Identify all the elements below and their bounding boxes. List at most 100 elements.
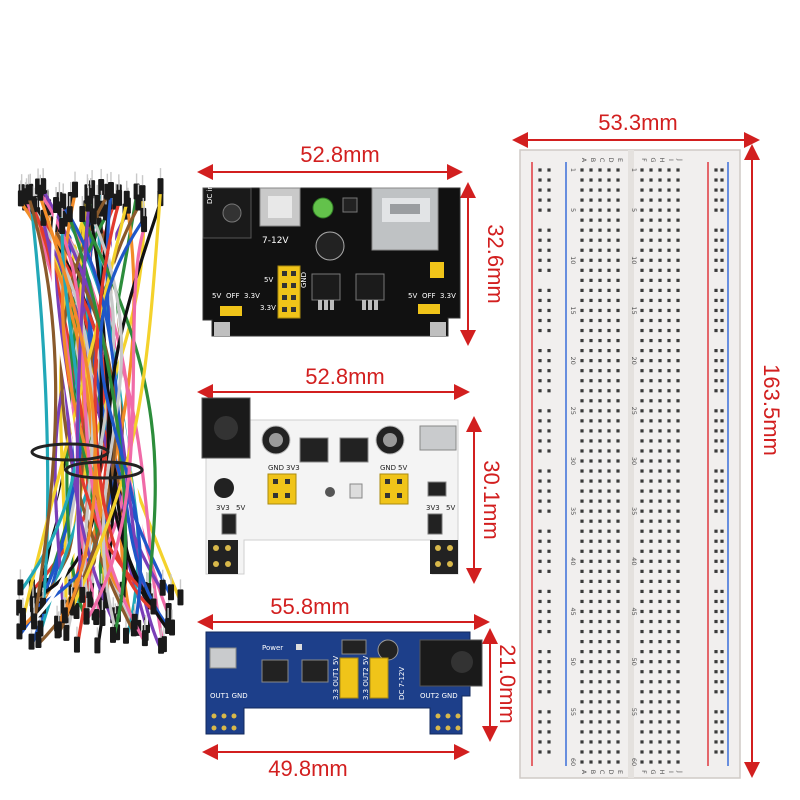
rail-hole	[714, 670, 718, 674]
breadboard-hole	[616, 710, 620, 714]
jumper-wire	[85, 226, 146, 622]
row-number: 15	[630, 306, 638, 314]
jumper-wire	[36, 188, 147, 644]
breadboard-hole	[667, 198, 671, 202]
dc-in-label: DC 7-12V	[398, 667, 406, 700]
breadboard-hole	[589, 399, 593, 403]
rail-5v-label: 5V	[264, 276, 273, 284]
gnd-label: GND	[300, 272, 308, 288]
breadboard-hole	[640, 298, 644, 303]
breadboard-hole	[658, 539, 662, 543]
rail-hole	[538, 710, 542, 714]
v3-bottom-right-label: 3V3	[426, 504, 440, 512]
breadboard-hole	[658, 178, 662, 182]
breadboard-hole	[640, 258, 644, 262]
breadboard-hole	[667, 650, 671, 654]
breadboard-hole	[649, 198, 653, 202]
column-letter: I	[667, 159, 675, 161]
rail-hole	[547, 690, 551, 694]
breadboard-hole	[607, 509, 611, 513]
breadboard-hole	[640, 248, 644, 252]
breadboard-hole	[616, 489, 620, 493]
breadboard-hole	[649, 569, 653, 573]
breadboard-hole	[589, 720, 593, 724]
breadboard-hole	[667, 519, 671, 523]
breadboard-hole	[640, 449, 644, 453]
breadboard-hole	[589, 288, 593, 293]
breadboard-hole	[649, 730, 653, 734]
breadboard-hole	[598, 439, 602, 443]
breadboard-hole	[616, 730, 620, 734]
breadboard-hole	[580, 288, 584, 293]
rail-hole	[714, 419, 718, 423]
rail-hole	[714, 208, 718, 212]
breadboard-hole	[580, 379, 584, 383]
wire-connector	[135, 194, 142, 211]
breadboard-hole	[658, 228, 662, 232]
breadboard-hole	[589, 278, 593, 282]
mini-usb-port	[209, 647, 237, 669]
breadboard-hole	[580, 710, 584, 714]
breadboard-hole	[649, 639, 653, 644]
wire-connector	[59, 217, 66, 234]
breadboard-hole	[607, 278, 611, 282]
rail-hole	[714, 549, 718, 553]
rail-hole	[714, 228, 718, 232]
breadboard-hole	[676, 599, 680, 604]
breadboard-hole	[616, 349, 620, 353]
breadboard-hole	[676, 298, 680, 303]
rail-hole	[720, 609, 724, 614]
breadboard-hole	[616, 439, 620, 443]
rail-hole	[547, 529, 551, 533]
rail-hole	[720, 499, 724, 503]
breadboard-hole	[667, 740, 671, 744]
breadboard-hole	[598, 318, 602, 323]
breadboard-hole	[667, 228, 671, 232]
breadboard-hole	[616, 278, 620, 282]
breadboard-hole	[640, 198, 644, 202]
rail-hole	[538, 379, 542, 383]
rail-hole	[547, 599, 551, 604]
row-number: 55	[630, 708, 638, 716]
rail-hole	[538, 529, 542, 533]
breadboard-hole	[598, 399, 602, 403]
breadboard-hole	[658, 359, 662, 363]
breadboard-hole	[640, 308, 644, 313]
breadboard-hole	[580, 198, 584, 202]
jumper-wire	[38, 195, 97, 621]
breadboard-hole	[640, 409, 644, 413]
breadboard-hole	[640, 379, 644, 383]
breadboard-hole	[607, 399, 611, 403]
breadboard-hole	[676, 198, 680, 202]
breadboard-hole	[667, 429, 671, 433]
breadboard-hole	[640, 238, 644, 242]
wire-connector	[93, 608, 100, 625]
breadboard-hole	[607, 519, 611, 523]
rail-hole	[720, 318, 724, 323]
breadboard-hole	[640, 278, 644, 282]
wire-connector	[17, 190, 24, 207]
rail-hole	[538, 479, 542, 483]
breadboard-hole	[580, 559, 584, 563]
rail-hole	[538, 740, 542, 744]
breadboard-hole	[649, 680, 653, 684]
breadboard-hole	[640, 740, 644, 744]
breadboard-hole	[580, 700, 584, 704]
breadboard-hole	[649, 539, 653, 543]
breadboard-hole	[580, 369, 584, 373]
breadboard-hole	[589, 379, 593, 383]
breadboard-hole	[667, 409, 671, 413]
rail-hole	[547, 429, 551, 433]
breadboard-hole	[616, 539, 620, 543]
breadboard-hole	[676, 499, 680, 503]
breadboard-hole	[676, 519, 680, 523]
breadboard-hole	[598, 379, 602, 383]
breadboard-hole	[580, 228, 584, 232]
rail-hole	[547, 559, 551, 563]
rail-hole	[547, 298, 551, 303]
breadboard-hole	[616, 228, 620, 232]
column-letter: E	[616, 770, 624, 774]
breadboard-hole	[667, 670, 671, 674]
rail-hole	[714, 268, 718, 272]
breadboard-hole	[649, 338, 653, 343]
